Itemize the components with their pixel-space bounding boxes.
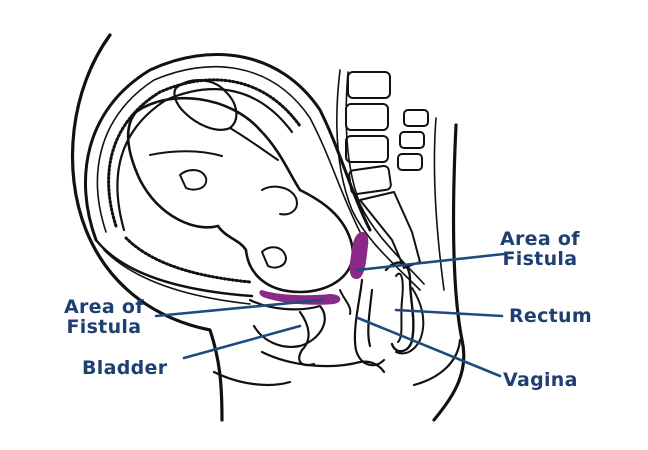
leader-bladder	[182, 324, 302, 360]
label-line-1: Bladder	[82, 357, 168, 379]
mother-body-outline	[70, 33, 466, 422]
fetus	[126, 79, 355, 294]
label-bladder: Bladder	[82, 358, 167, 378]
label-area-of-fistula-left: Area of Fistula	[64, 297, 144, 337]
label-vagina: Vagina	[503, 370, 578, 390]
leader-lines	[154, 252, 506, 378]
label-line-1: Area of	[64, 296, 144, 318]
leader-area-of-fistula-right	[356, 252, 506, 272]
leader-vagina	[356, 316, 502, 378]
label-rectum: Rectum	[509, 306, 592, 326]
pelvic-organs	[248, 261, 425, 374]
label-line-1: Rectum	[509, 305, 592, 327]
leader-area-of-fistula-left	[154, 298, 324, 318]
fistula-area-rectovaginal	[349, 231, 369, 280]
label-line-2: Fistula	[502, 248, 578, 270]
uterus	[84, 53, 372, 305]
label-line-1: Area of	[500, 228, 580, 250]
label-line-2: Fistula	[66, 316, 142, 338]
label-area-of-fistula-right: Area of Fistula	[500, 229, 580, 269]
leader-rectum	[394, 308, 504, 318]
label-line-1: Vagina	[503, 369, 578, 391]
